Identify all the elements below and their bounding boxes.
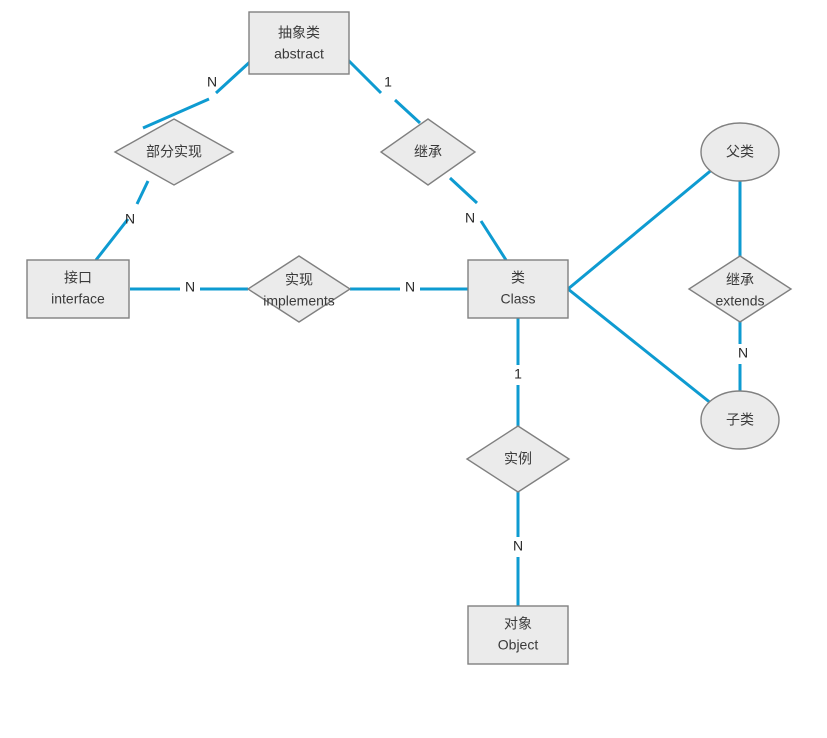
entity-class-box[interactable] [467,259,569,319]
node-child-class-ellipse[interactable] [700,390,780,450]
entity-abstract-label-zh: 抽象类 [278,25,320,41]
relationship-implements-label-zh: 实现 [285,272,313,288]
cardinality-extends-child-class: N [738,345,748,361]
relationship-partial-implement[interactable]: 部分实现 [113,118,235,186]
relationship-extends[interactable]: 继承 extends [687,255,793,323]
relationship-instance-label-zh: 实例 [504,451,532,467]
entity-interface-box[interactable] [26,259,130,319]
ellipse-layer: 父类 子类 [700,122,780,450]
cardinality-implements-class: N [405,279,415,295]
cardinality-partial-implement-interface: N [125,211,135,227]
cardinality-interface-implements: N [185,279,195,295]
relationship-extends-label-en: extends [715,293,764,309]
node-child-class[interactable]: 子类 [700,390,780,450]
relationship-instance-diamond[interactable] [465,425,571,493]
relationship-extends-diamond[interactable] [687,255,793,323]
entity-abstract-label-en: abstract [274,46,324,62]
relationship-inherit-label-zh: 继承 [414,144,442,160]
entity-interface-label-en: interface [51,291,105,307]
relationship-implements[interactable]: 实现 implements [246,255,352,323]
node-child-class-label: 子类 [726,412,754,428]
cardinality-layer: N N 1 N N N 1 N N [125,74,748,554]
entity-abstract-box[interactable] [248,11,350,75]
node-parent-class-ellipse[interactable] [700,122,780,182]
relationship-layer: 部分实现 继承 实现 implements 继承 extends 实例 [113,118,793,493]
edge-class-to-child-class [567,287,713,406]
entity-class-label-zh: 类 [511,270,525,286]
edge-abstract-to-partial-implement [142,58,254,130]
relationship-extends-label-zh: 继承 [726,272,754,288]
edge-layer [94,58,742,606]
edge-inherit-to-class [448,176,508,261]
relationship-partial-implement-label-zh: 部分实现 [146,144,202,160]
cardinality-instance-object: N [513,538,523,554]
cardinality-inherit-class: N [465,210,475,226]
cardinality-abstract-inherit: 1 [384,74,392,90]
cardinality-class-instance: 1 [514,366,522,382]
relationship-implements-diamond[interactable] [246,255,352,323]
relationship-partial-implement-diamond[interactable] [113,118,235,186]
entity-object-label-zh: 对象 [504,616,532,632]
relationship-implements-label-en: implements [263,293,335,309]
entity-layer: 抽象类 abstract 接口 interface 类 Class 对象 Obj… [26,11,569,665]
relationship-inherit[interactable]: 继承 [379,118,477,186]
edge-partial-implement-to-interface [94,180,150,261]
entity-interface-label-zh: 接口 [64,270,92,286]
entity-object-label-en: Object [498,637,539,653]
edge-abstract-to-inherit [346,58,422,125]
relationship-inherit-diamond[interactable] [379,118,477,186]
entity-class-label-en: Class [500,291,535,307]
entity-object[interactable]: 对象 Object [467,605,569,665]
entity-class[interactable]: 类 Class [467,259,569,319]
entity-object-box[interactable] [467,605,569,665]
cardinality-abstract-partial-implement: N [207,74,217,90]
entity-interface[interactable]: 接口 interface [26,259,130,319]
node-parent-class[interactable]: 父类 [700,122,780,182]
edge-class-to-parent-class [567,166,715,291]
relationship-instance[interactable]: 实例 [465,425,571,493]
entity-abstract[interactable]: 抽象类 abstract [248,11,350,75]
node-parent-class-label: 父类 [726,144,754,160]
